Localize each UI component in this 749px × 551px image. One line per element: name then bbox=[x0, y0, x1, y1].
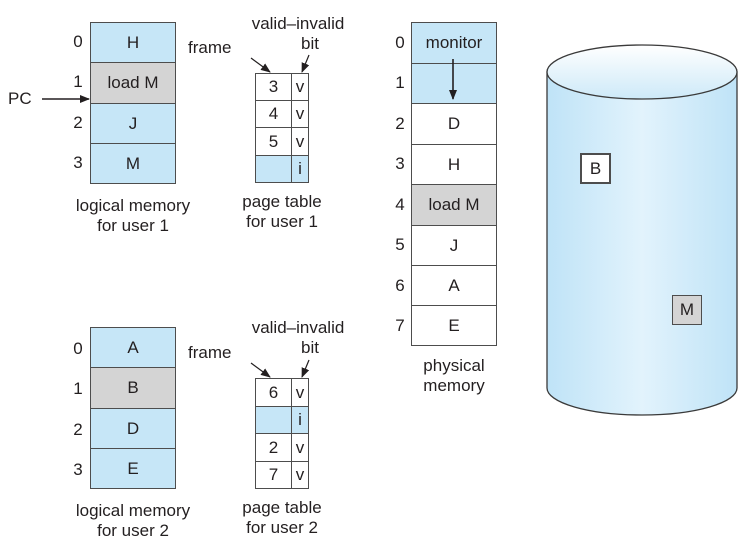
frame-index: 0 bbox=[395, 33, 405, 52]
valid-invalid-label: bit bbox=[301, 34, 319, 53]
logical-page: E bbox=[90, 448, 176, 489]
caption: for user 2 bbox=[246, 518, 318, 537]
caption: for user 1 bbox=[97, 216, 169, 235]
physical-frame: load M bbox=[411, 184, 497, 226]
page-index: 3 bbox=[73, 153, 83, 172]
page-index: 2 bbox=[73, 420, 83, 439]
frame-index: 5 bbox=[395, 235, 405, 254]
frame-number: 2 bbox=[255, 433, 292, 462]
frame-number bbox=[255, 406, 292, 434]
frame-number: 7 bbox=[255, 461, 292, 489]
valid-bit-arrow bbox=[301, 54, 310, 73]
valid-bit-arrow bbox=[301, 359, 310, 378]
caption: page table bbox=[242, 192, 322, 211]
valid-invalid-label: bit bbox=[301, 338, 319, 357]
physical-frame: E bbox=[411, 305, 497, 346]
page-index: 1 bbox=[73, 379, 83, 398]
frame-number bbox=[255, 155, 292, 183]
backing-store-disk bbox=[546, 44, 738, 416]
frame-index: 6 bbox=[395, 276, 405, 295]
frame-arrow bbox=[250, 57, 271, 73]
physical-frame: D bbox=[411, 103, 497, 145]
disk-block-b: B bbox=[580, 153, 611, 184]
caption: logical memory bbox=[75, 196, 191, 215]
frame-index: 2 bbox=[395, 114, 405, 133]
caption: memory bbox=[423, 376, 485, 395]
valid-invalid-label: valid–invalid bbox=[251, 318, 345, 337]
caption: for user 1 bbox=[246, 212, 318, 231]
page-index: 1 bbox=[73, 72, 83, 91]
page-index: 2 bbox=[73, 113, 83, 132]
page-index: 0 bbox=[73, 339, 83, 358]
pc-label: PC bbox=[8, 89, 32, 108]
logical-page: J bbox=[90, 103, 176, 144]
page-index: 3 bbox=[73, 460, 83, 479]
frame-label: frame bbox=[188, 343, 232, 362]
valid-bit: i bbox=[291, 155, 309, 183]
caption: physical bbox=[423, 356, 485, 375]
logical-page: B bbox=[90, 367, 176, 409]
frame-index: 1 bbox=[395, 73, 405, 92]
frame-index: 7 bbox=[395, 316, 405, 335]
caption: for user 2 bbox=[97, 521, 169, 540]
page-index: 0 bbox=[73, 32, 83, 51]
physical-frame: monitor bbox=[411, 22, 497, 64]
logical-page: A bbox=[90, 327, 176, 368]
frame-number: 6 bbox=[255, 378, 292, 407]
logical-page: M bbox=[90, 143, 176, 184]
caption: page table bbox=[242, 498, 322, 517]
caption: logical memory bbox=[75, 501, 191, 520]
disk-block-m: M bbox=[672, 295, 702, 325]
frame-index: 3 bbox=[395, 154, 405, 173]
frame-index: 4 bbox=[395, 195, 405, 214]
frame-arrow bbox=[250, 362, 271, 378]
frame-label: frame bbox=[188, 38, 232, 57]
valid-bit: v bbox=[291, 461, 309, 489]
valid-invalid-label: valid–invalid bbox=[251, 14, 345, 33]
